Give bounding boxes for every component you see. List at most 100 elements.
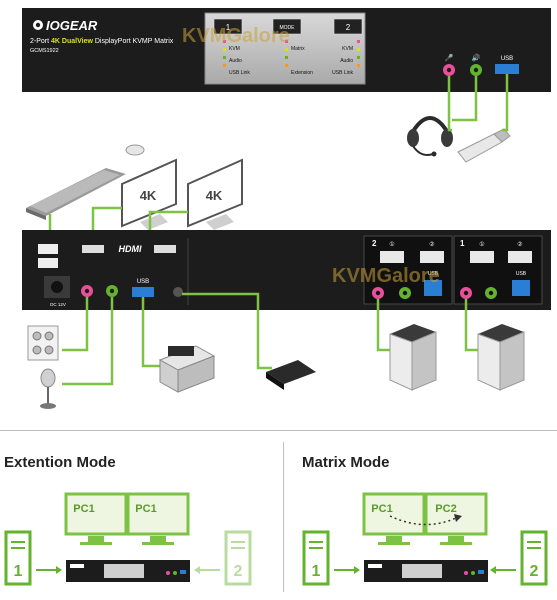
matrix-monitor-2: PC2 (424, 492, 488, 545)
extension-arrow-right-icon (36, 566, 62, 574)
right-status-usb-link: USB Link (332, 70, 353, 76)
group-1-dp-in-a (470, 251, 494, 263)
speakers-icon (27, 325, 59, 361)
group-2-usb-label: USB (428, 271, 439, 277)
extension-computer-1-label: 1 (14, 563, 23, 580)
matrix-computer-1-label: 1 (312, 563, 321, 580)
group-2-dp-in-a (380, 251, 404, 263)
extension-mode-diagram: PC1 PC1 1 2 (4, 492, 252, 586)
kvm-front-panel: IOGEAR 2-Port 4K DualView DisplayPort KV… (22, 8, 551, 92)
computer-1-icon (477, 324, 525, 391)
matrix-mode-title: Matrix Mode (302, 454, 390, 471)
control-display-window: 1 MODE 2 KVM Audio USB Lin (204, 12, 366, 85)
port-2-button-label: 2 (346, 23, 351, 32)
watermark-top: KVMGalore (182, 25, 290, 47)
matrix-cursor-arrow-icon (454, 514, 462, 522)
iogear-logo: IOGEAR (33, 18, 98, 33)
status-leds (223, 40, 360, 67)
extension-computer-2: 2 (224, 530, 252, 586)
group-1-usb-label: USB (516, 271, 527, 277)
matrix-arrow-right-icon (334, 566, 360, 574)
model-number: GCMS1922 (30, 48, 59, 54)
headset-icon (407, 116, 453, 157)
group-2-mic-jack-hole (375, 290, 381, 296)
group-2-dp-in-b (420, 251, 444, 263)
microphone-icon (40, 368, 56, 409)
extension-kvm-switch (66, 560, 190, 582)
right-status-audio: Audio (340, 58, 353, 64)
group-2-audio-jack-hole (402, 290, 408, 296)
cable-rs232 (182, 292, 272, 370)
matrix-monitor-1: PC1 (362, 492, 426, 545)
matrix-computer-1: 1 (302, 530, 330, 586)
monitor-2: 4K (187, 158, 243, 230)
port-group-2-label: 2 (372, 239, 377, 248)
group-2-dp-in-b-glyph: ② (429, 241, 434, 248)
cable-headset-mic (447, 76, 452, 132)
group-1-dp-in-b-glyph: ② (517, 241, 522, 248)
kvm-rear-panel: HDMI DC 12V USB 2 ① ② USB 1 (22, 230, 551, 310)
group-1-audio-jack-hole (488, 290, 494, 296)
status-matrix: Matrix (291, 46, 305, 52)
extension-computer-1: 1 (4, 530, 32, 586)
product-name: 2-Port 4K DualView DisplayPort KVMP Matr… (30, 38, 174, 45)
monitor-1: 4K (121, 158, 177, 230)
rear-usb-label: USB (137, 279, 149, 285)
port-group-1-label: 1 (460, 239, 465, 248)
cable-speakers (62, 297, 89, 352)
matrix-arrow-left-icon (490, 566, 516, 574)
extension-monitor-2-label: PC1 (135, 503, 156, 515)
rear-hdmi-out-1 (82, 245, 104, 253)
mode-button[interactable] (272, 18, 302, 35)
connection-diagram: IOGEAR 2-Port 4K DualView DisplayPort KV… (22, 8, 551, 409)
matrix-computer-2: 2 (520, 530, 548, 586)
group-1-mic-jack-hole (463, 290, 469, 296)
extension-monitor-2: PC1 (126, 492, 190, 545)
port-2-button[interactable] (333, 18, 363, 35)
group-1-usb-b-port (512, 280, 530, 296)
left-status-usb-link: USB Link (229, 70, 250, 76)
rear-mic-jack-hole (84, 288, 90, 294)
group-2-dp-in-a-glyph: ① (389, 241, 394, 248)
port-1-button[interactable] (213, 18, 243, 35)
cable-usb-drive (502, 74, 509, 132)
rear-audio-jack-hole (109, 288, 115, 294)
group-2-usb-b-port (424, 280, 442, 296)
computer-port-group-2: 2 ① ② USB (363, 235, 453, 305)
rs232-device-icon (266, 360, 316, 390)
speaker-port-icon: 🔊 (472, 53, 481, 62)
matrix-computer-2-label: 2 (530, 563, 539, 580)
group-1-dp-in-a-glyph: ① (479, 241, 484, 248)
usb-flash-drive-icon (457, 128, 511, 163)
cable-pc1 (464, 299, 478, 352)
extension-mode-title: Extention Mode (4, 454, 116, 471)
rear-usb-printer-port (132, 287, 154, 297)
front-usb-port (495, 64, 519, 74)
section-divider-horizontal (0, 430, 557, 431)
port-1-button-label: 1 (226, 23, 231, 32)
keyboard-icon (26, 168, 126, 220)
monitor-1-label: 4K (140, 188, 157, 203)
dc-power-label: DC 12V (50, 302, 66, 307)
rear-usb-port-b (38, 258, 58, 268)
cable-headset-audio (452, 76, 478, 122)
group-1-dp-in-b (508, 251, 532, 263)
matrix-cursor-path (389, 515, 457, 526)
front-mic-jack-hole (446, 67, 452, 73)
matrix-mode-diagram: PC1 PC2 1 2 (302, 492, 548, 586)
cable-microphone (62, 297, 114, 386)
mic-port-icon: 🎤 (445, 53, 454, 62)
rear-usb-port-a (38, 244, 58, 254)
monitor-2-label: 4K (206, 188, 223, 203)
extension-monitor-1-label: PC1 (73, 503, 94, 515)
hdmi-logo: HDMI (119, 244, 142, 254)
rear-hdmi-out-2 (154, 245, 176, 253)
computer-port-group-1: 1 ① ② USB (453, 235, 543, 305)
status-extension: Extension (291, 70, 313, 76)
brand-logo-text: IOGEAR (46, 18, 98, 33)
section-divider-vertical (283, 442, 284, 592)
right-status-kvm: KVM (342, 46, 353, 52)
matrix-kvm-switch (364, 560, 488, 582)
front-usb-label: USB (501, 56, 513, 62)
cable-pc2 (376, 299, 390, 352)
